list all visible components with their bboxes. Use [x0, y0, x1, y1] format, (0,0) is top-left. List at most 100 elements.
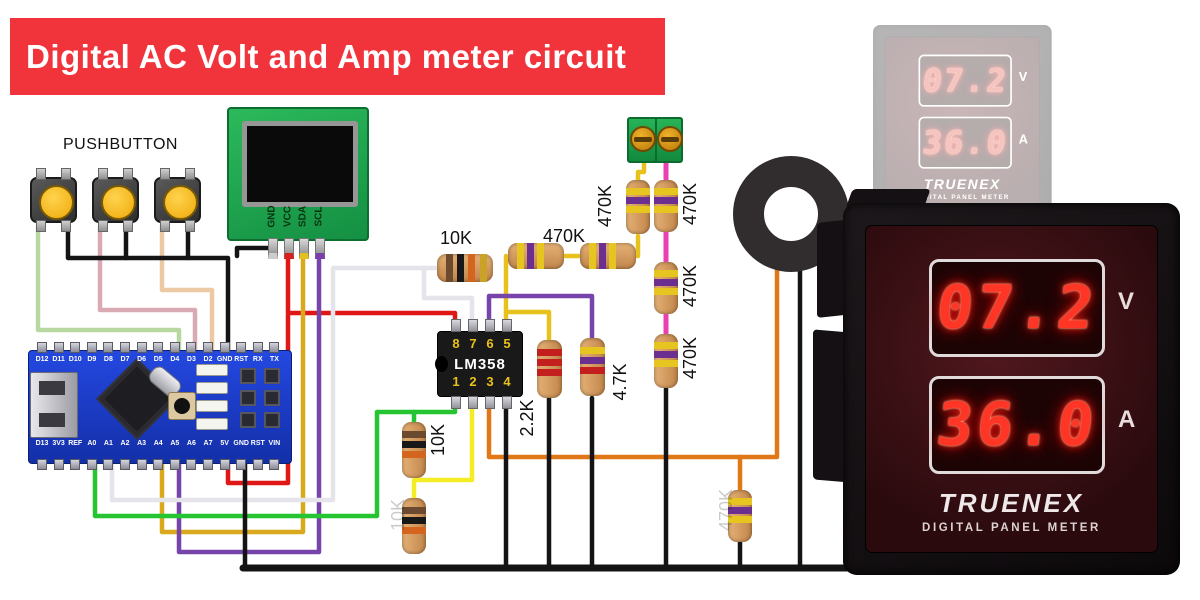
arduino-bottom-label-A4: A4 [153, 440, 163, 447]
oled-pin-sda [299, 238, 309, 259]
oled-screen [242, 121, 358, 207]
arduino-bottom-pin-D13 [37, 459, 47, 470]
ic-notch [435, 356, 448, 372]
button-leg [61, 168, 71, 180]
arduino-top-label-D7: D7 [120, 356, 130, 363]
title-banner: Digital AC Volt and Amp meter circuit [10, 18, 665, 95]
wire-a1-white [109, 265, 440, 503]
arduino-top-pin-D12 [37, 342, 47, 353]
reset-button [168, 392, 196, 420]
arduino-top-label-RST: RST [234, 356, 249, 363]
oled-display-module [227, 107, 369, 241]
terminal-screw [657, 126, 683, 152]
arduino-top-label-D8: D8 [103, 356, 113, 363]
arduino-top-pin-D8 [103, 342, 114, 353]
ic-pin-1 [451, 396, 461, 409]
label-470k-v4-faint: 470K [715, 488, 736, 532]
label-470k-chain-2: 470K [679, 264, 700, 308]
amp-unit: A [1118, 406, 1136, 433]
pushbutton-2 [92, 168, 139, 232]
arduino-bottom-pin-3V3 [53, 459, 64, 470]
led-indicator [196, 382, 228, 394]
button-cap [39, 185, 74, 220]
oled-pin-label-vcc: VCC [282, 205, 293, 228]
oled-pin-label-gnd: GND [266, 205, 278, 228]
arduino-top-label-D12: D12 [35, 356, 49, 363]
ic-pin-number-1: 1 [452, 374, 460, 389]
brand-logo: TRUENEX [923, 176, 1001, 192]
label-470k-chain-1: 470K [679, 182, 700, 226]
arduino-bottom-pin-GND [236, 459, 247, 470]
arduino-bottom-pin-A7 [203, 459, 213, 470]
icsp-pin [264, 412, 280, 428]
arduino-bottom-label-A2: A2 [120, 440, 130, 447]
arduino-top-label-D9: D9 [87, 356, 97, 363]
ic-pin-4 [502, 396, 512, 409]
label-10k-horizontal: 10K [440, 228, 473, 248]
wire-pin6-purple [486, 293, 595, 343]
resistor-2.2k [537, 340, 562, 398]
wire-button-gnd [65, 223, 231, 353]
button-leg [36, 168, 46, 180]
ic-pin-3 [485, 396, 495, 409]
panel-meter-ghost: 07.2 V 36.0 A TRUENEX DIGITAL PANEL METE… [873, 25, 1052, 223]
ic-pin-number-7: 7 [469, 336, 477, 351]
arduino-bottom-label-A5: A5 [170, 440, 180, 447]
arduino-top-pin-D4 [169, 342, 180, 353]
label-470k-horizontal: 470K [543, 226, 586, 246]
oled-pin-vcc [283, 238, 294, 259]
icsp-pin [264, 390, 280, 406]
wire-button2-pink [97, 223, 198, 353]
arduino-bottom-pin-A6 [186, 459, 197, 470]
ic-name: LM358 [454, 356, 506, 373]
button-leg [36, 220, 46, 232]
arduino-top-pin-D10 [70, 342, 81, 353]
arduino-bottom-label-A1: A1 [103, 440, 113, 447]
ic-pin-number-2: 2 [469, 374, 477, 389]
resistor-4.7k [580, 338, 605, 396]
arduino-bottom-pin-A1 [103, 459, 114, 470]
arduino-top-pin-D7 [120, 342, 130, 353]
arduino-bottom-label-A0: A0 [87, 440, 97, 447]
resistor-470k-left [626, 180, 650, 234]
wire-oled-gnd [234, 245, 275, 259]
wire-a0-green [92, 394, 458, 519]
ic-pin-2 [468, 396, 478, 409]
button-leg [98, 168, 108, 180]
arduino-bottom-label-GND: GND [233, 440, 249, 447]
arduino-top-pin-RX [252, 342, 263, 353]
button-cap [163, 185, 198, 220]
button-leg [160, 168, 170, 180]
ic-pin-number-6: 6 [486, 336, 494, 351]
oled-pin-scl [314, 238, 325, 259]
arduino-bottom-pin-VIN [269, 459, 280, 470]
icsp-pin [240, 390, 256, 406]
resistor-10k-v2 [402, 498, 426, 554]
arduino-top-label-D10: D10 [68, 356, 82, 363]
meter-subtitle: DIGITAL PANEL METER [922, 522, 1101, 534]
button-leg [160, 220, 170, 232]
led-indicator [196, 418, 228, 430]
ic-pin-number-4: 4 [503, 374, 511, 389]
arduino-top-pin-D9 [86, 342, 97, 353]
arduino-bottom-pin-RST [252, 459, 263, 470]
brand-logo: TRUENEX [938, 488, 1085, 518]
label-470k-left: 470K [594, 184, 615, 228]
button-leg [123, 168, 133, 180]
ic-pin-6 [485, 319, 495, 332]
wire-oled-vcc-red [285, 240, 458, 335]
resistor-10k-v1 [402, 422, 426, 478]
led-indicator [196, 364, 228, 376]
arduino-top-pin-RST [236, 342, 247, 353]
volt-unit: V [1018, 70, 1028, 85]
volt-display: 07.2 [918, 54, 1012, 107]
button-leg [123, 220, 133, 232]
wire-button1-green [35, 223, 182, 353]
pushbutton-1 [30, 168, 77, 232]
arduino-bottom-pin-REF [70, 459, 81, 470]
ic-pin-7 [468, 319, 478, 332]
volt-digits: 07.2 [933, 273, 1101, 343]
wire-pin2-yellow [411, 394, 475, 501]
